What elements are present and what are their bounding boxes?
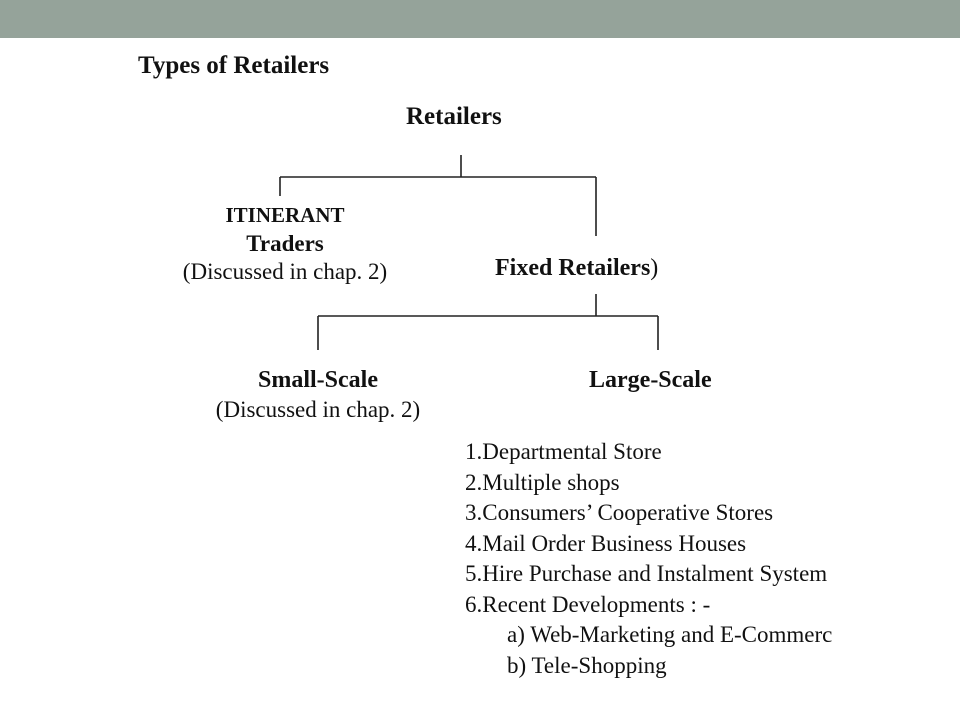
sub-list-item: a) Web-Marketing and E-Commerc	[507, 622, 833, 647]
header-bar	[0, 0, 960, 38]
node-itinerant-traders: ITINERANT Traders (Discussed in chap. 2)	[160, 203, 410, 284]
list-item: 3.Consumers’ Cooperative Stores	[465, 500, 774, 525]
list-item: 1.Departmental Store	[465, 439, 662, 464]
list-item: 2.Multiple shops	[465, 469, 620, 495]
list-item: 4.Mail Order Business Houses	[465, 530, 747, 556]
traders-label: Traders	[246, 231, 324, 256]
list-item: 5.Hire Purchase and Instalment System	[465, 561, 828, 586]
node-small-scale: Small-Scale (Discussed in chap. 2)	[193, 368, 443, 421]
small-scale-note: (Discussed in chap. 2)	[215, 397, 421, 422]
sub-list-item: b) Tele-Shopping	[507, 652, 667, 678]
itinerant-label: ITINERANT	[225, 203, 345, 227]
large-scale-types-list: 1.Departmental Store 2.Multiple shops 3.…	[465, 437, 832, 681]
itinerant-note: (Discussed in chap. 2)	[182, 259, 388, 284]
list-item: 6.Recent Developments : -	[465, 591, 711, 617]
root-node-retailers: Retailers	[406, 103, 502, 130]
fixed-retailers-paren: )	[650, 255, 659, 281]
fixed-retailers-label: Fixed Retailers	[495, 255, 651, 281]
small-scale-label: Small-Scale	[258, 367, 378, 393]
node-fixed-retailers: Fixed Retailers)	[495, 256, 658, 280]
node-large-scale: Large-Scale	[589, 367, 712, 393]
page-title: Types of Retailers	[138, 52, 330, 79]
